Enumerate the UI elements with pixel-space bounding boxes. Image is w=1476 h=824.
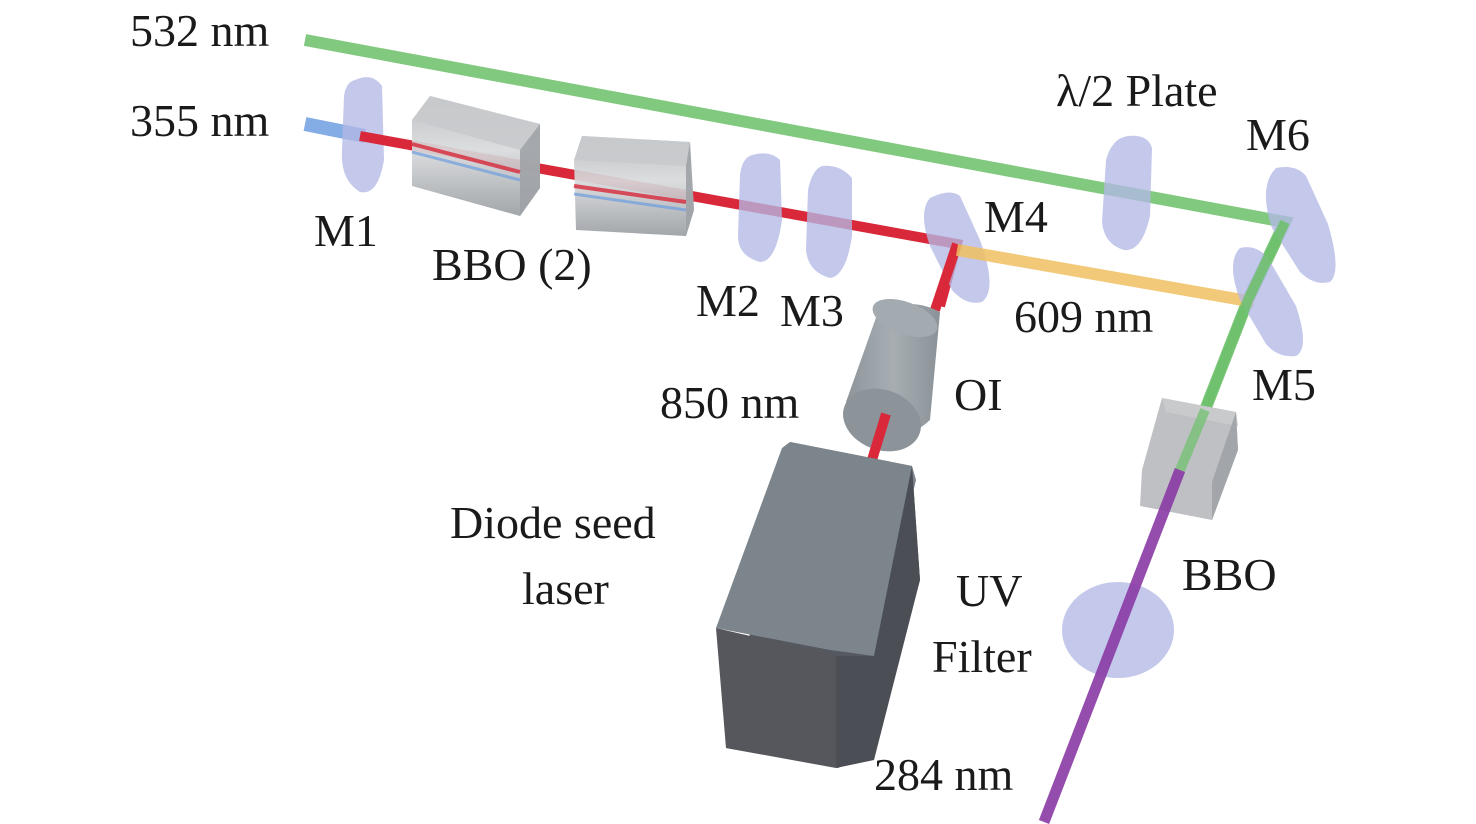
diode-seed-laser xyxy=(716,442,920,768)
optical-isolator xyxy=(843,298,940,452)
mirror-m6 xyxy=(1265,167,1336,283)
label-m1: M1 xyxy=(314,205,378,256)
beam-850nm-seed xyxy=(930,242,962,312)
label-355nm: 355 nm xyxy=(130,95,270,146)
label-284nm: 284 nm xyxy=(874,749,1014,800)
beam-284nm xyxy=(1038,468,1186,824)
label-oi: OI xyxy=(954,369,1003,420)
half-wave-plate xyxy=(1102,135,1152,251)
label-filter: Filter xyxy=(932,631,1032,682)
label-laser: laser xyxy=(522,563,609,614)
label-850nm: 850 nm xyxy=(660,377,800,428)
label-m6: M6 xyxy=(1246,109,1310,160)
label-bbo-2: BBO (2) xyxy=(432,239,592,290)
label-bbo: BBO xyxy=(1182,549,1277,600)
label-609nm: 609 nm xyxy=(1014,291,1154,342)
label-532nm: 532 nm xyxy=(130,5,270,56)
mirror-m3 xyxy=(806,165,852,278)
label-uv: UV xyxy=(956,565,1022,616)
label-half-wave-plate: λ/2 Plate xyxy=(1056,65,1218,116)
label-m5: M5 xyxy=(1252,359,1316,410)
beam-532nm-to-bbo xyxy=(1200,219,1290,412)
bbo-crystal-1 xyxy=(411,96,540,216)
beam-609nm xyxy=(955,244,1256,308)
beam-532nm-in-bbo xyxy=(1175,408,1210,472)
label-diode-seed: Diode seed xyxy=(450,497,656,548)
label-m4: M4 xyxy=(984,191,1048,242)
label-m2: M2 xyxy=(696,275,760,326)
bbo-crystal-2 xyxy=(573,136,694,236)
label-m3: M3 xyxy=(780,285,844,336)
mirror-m5 xyxy=(1233,247,1303,357)
beam-850nm-output xyxy=(867,412,891,462)
mirror-m2 xyxy=(738,153,782,262)
